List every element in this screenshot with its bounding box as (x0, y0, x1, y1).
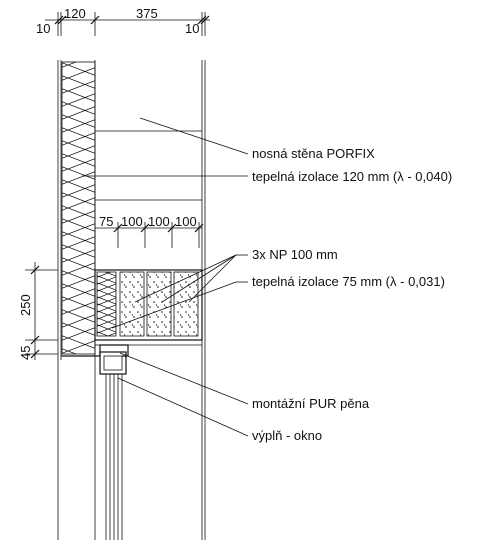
np-dimension-line (95, 222, 204, 248)
dim-np-100-a: 100 (121, 214, 143, 229)
dim-120: 120 (64, 6, 86, 21)
label-wall: nosná stěna PORFIX (252, 146, 375, 161)
label-foam: montážní PUR pěna (252, 396, 370, 411)
window-frame (60, 344, 129, 540)
dim-375: 375 (136, 6, 158, 21)
top-dimension-line (45, 12, 210, 36)
dim-10-right: 10 (185, 21, 199, 36)
dim-np-75: 75 (99, 214, 113, 229)
dim-np-100-b: 100 (148, 214, 170, 229)
insulation-120-hatch (62, 62, 95, 354)
dim-np-100-c: 100 (175, 214, 197, 229)
leader-lines (82, 117, 249, 437)
label-window: výplň - okno (252, 428, 322, 443)
dim-45: 45 (18, 346, 33, 360)
left-dimension-line (25, 262, 58, 360)
insulation-120-outline (61, 61, 96, 355)
lintel-area (94, 269, 203, 346)
label-insulation-120: tepelná izolace 120 mm (λ - 0,040) (252, 169, 452, 184)
label-insulation-75: tepelná izolace 75 mm (λ - 0,031) (252, 274, 445, 289)
dim-10-left: 10 (36, 21, 50, 36)
dim-250: 250 (18, 294, 33, 316)
label-np: 3x NP 100 mm (252, 247, 338, 262)
